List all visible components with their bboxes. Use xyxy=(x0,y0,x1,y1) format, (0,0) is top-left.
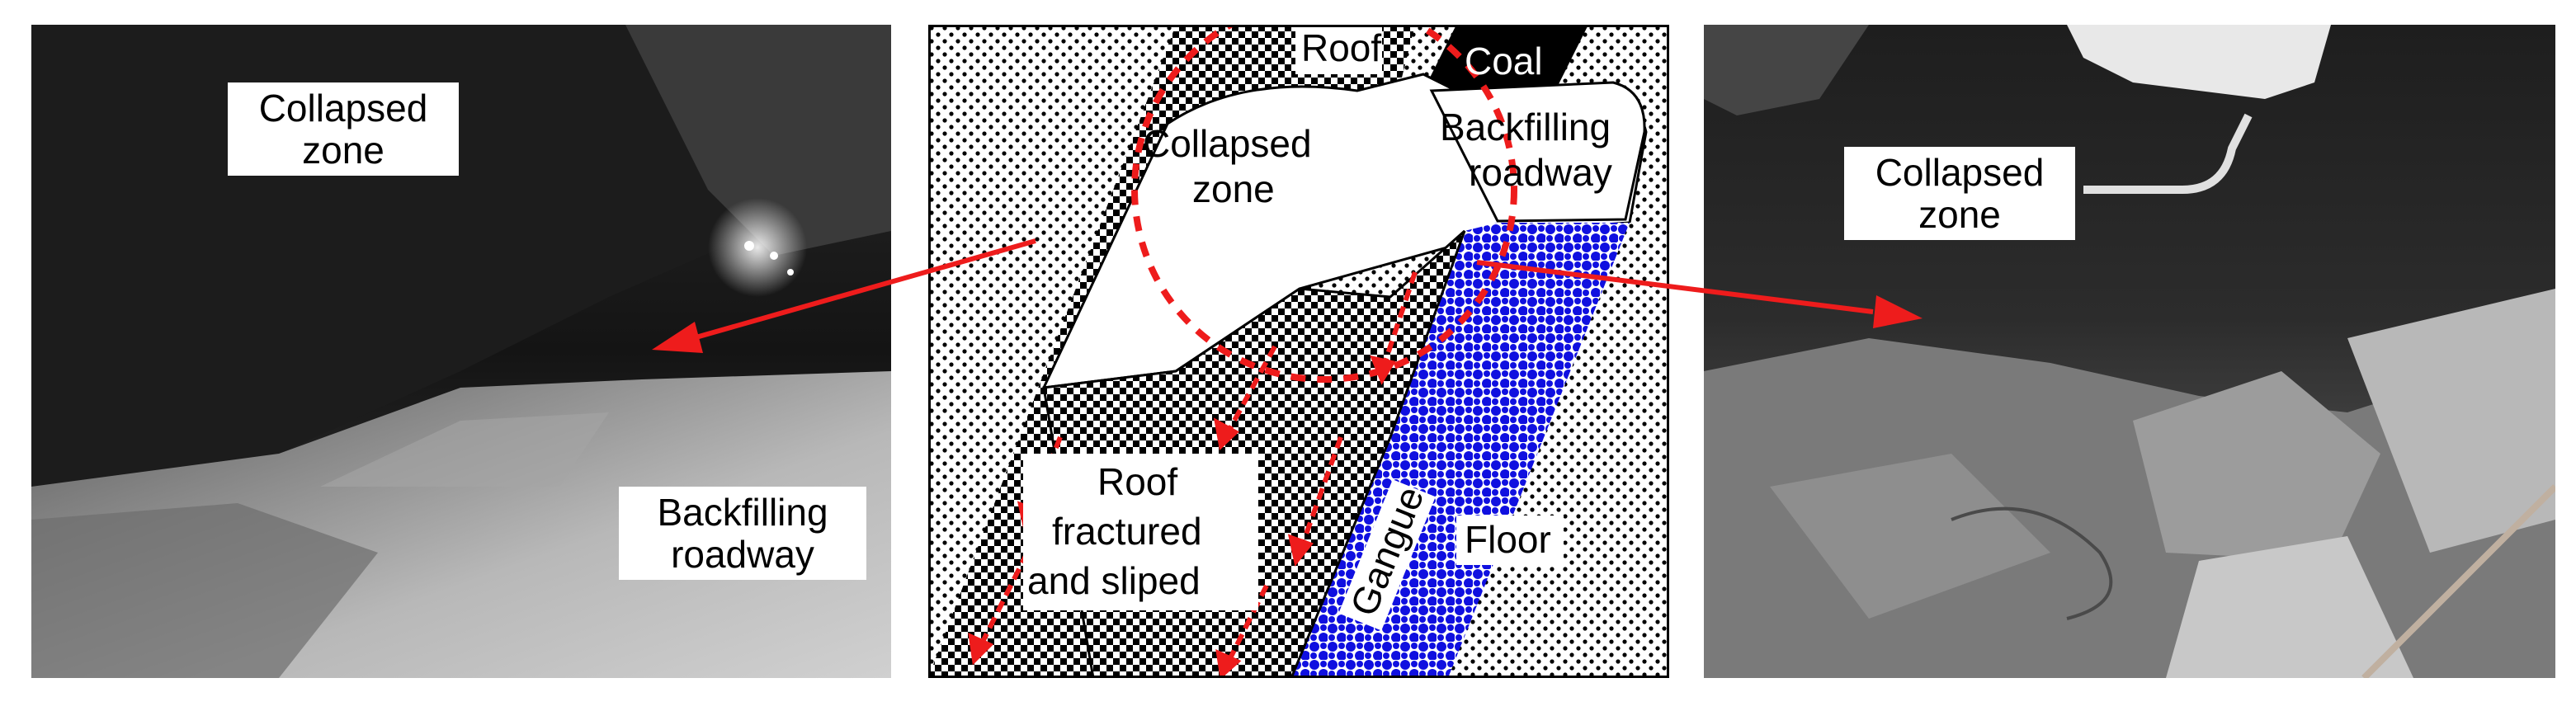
roof-label: Roof xyxy=(1301,26,1381,69)
coal-label: Coal xyxy=(1465,40,1543,82)
roof-label-bg xyxy=(1295,25,1382,74)
diagram-collapsed-zone-line1: Collapsed xyxy=(1143,122,1312,165)
left-collapsed-zone-label: Collapsed zone xyxy=(228,82,459,177)
diagram-roof-fractured-line1: Roof xyxy=(1097,460,1177,503)
floor-label-bg xyxy=(1456,516,1564,565)
left-backfilling-roadway-label: Backfilling roadway xyxy=(619,487,866,581)
gangue-label-bg xyxy=(1338,479,1436,631)
diagram-collapsed-zone-line2: zone xyxy=(1192,167,1275,210)
collapse-extent-circle xyxy=(1131,25,1517,383)
diagram-backfilling-line2: roadway xyxy=(1469,151,1612,194)
right-collapsed-zone-label: Collapsed zone xyxy=(1844,147,2075,241)
diagram-border xyxy=(928,25,1669,678)
left-underground-photo: Collapsed zone Backfilling roadway xyxy=(31,25,891,678)
diagram-backfilling-line1: Backfilling xyxy=(1440,106,1611,148)
floor-label: Floor xyxy=(1465,518,1551,561)
right-underground-photo: Collapsed zone xyxy=(1704,25,2555,678)
fractured-label-bg xyxy=(1023,454,1258,610)
diagram-roof-fractured-line2: fractured xyxy=(1052,510,1202,553)
diagram-roof-fractured-line3: and sliped xyxy=(1027,559,1201,602)
geological-section-diagram: Roof Coal Collapsed zone Backfilling roa… xyxy=(928,25,1669,678)
backfilling-roadway-area xyxy=(1429,81,1646,223)
coal-seam xyxy=(1423,25,1588,91)
